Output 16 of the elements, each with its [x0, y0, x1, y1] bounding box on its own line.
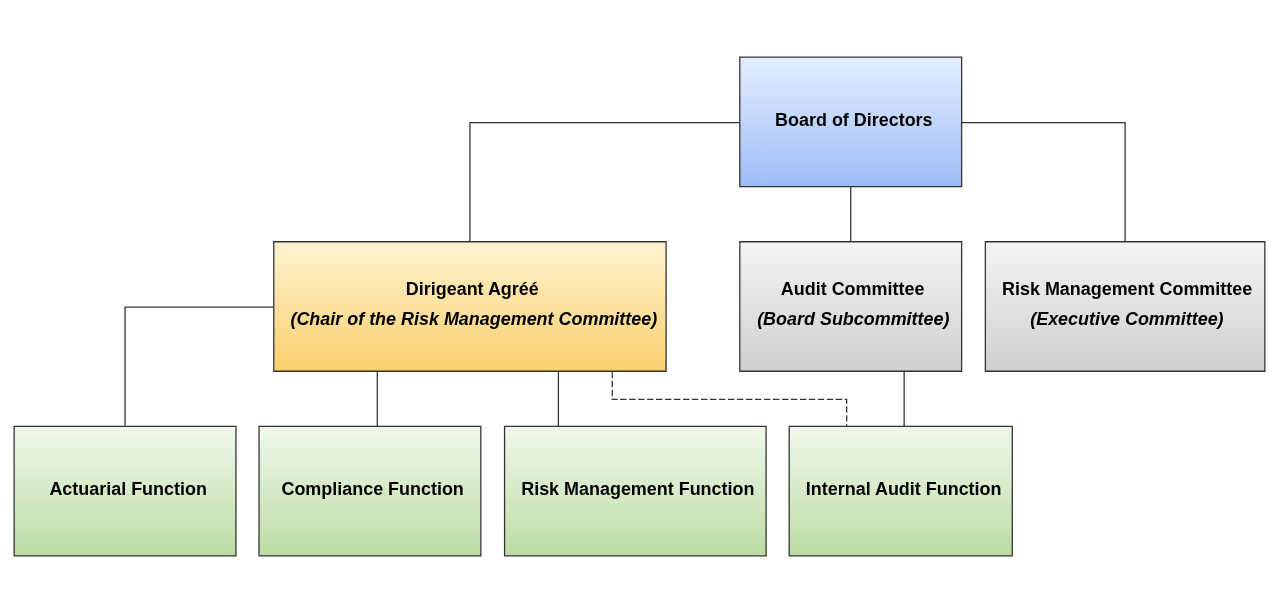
node-box: Board of Directors	[739, 56, 963, 187]
connector	[124, 306, 274, 427]
node-box: Risk Management Committee (Executive Committee)	[984, 240, 1266, 372]
connector	[850, 185, 852, 242]
connector	[376, 370, 378, 427]
node-box: Compliance Function	[258, 425, 482, 556]
node-box: Actuarial Function	[13, 425, 237, 556]
connector	[961, 121, 1126, 242]
connector	[469, 121, 741, 242]
node-box: Dirigeant Agréé (Chair of the Risk Management Committee)	[273, 240, 667, 372]
connector	[903, 370, 905, 427]
connector	[611, 370, 848, 427]
node-box: Risk Management Function	[503, 425, 767, 556]
connector	[557, 370, 560, 427]
node-box: Internal Audit Function	[788, 425, 1013, 556]
node-box: Audit Committee (Board Subcommittee)	[739, 240, 963, 372]
